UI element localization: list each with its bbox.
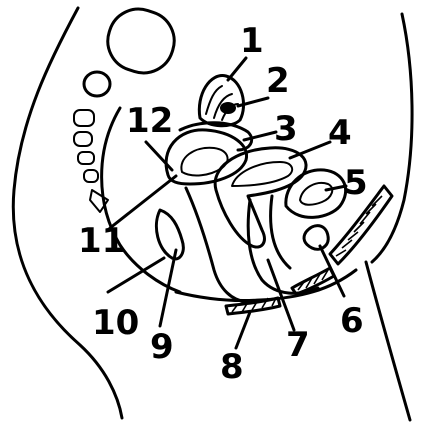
- label-10: 10: [92, 303, 139, 343]
- urethra: [186, 188, 246, 302]
- leader-1: [228, 58, 246, 80]
- anal-canal: [304, 226, 328, 250]
- bladder-inner: [181, 148, 227, 176]
- label-3: 3: [274, 109, 298, 149]
- label-7: 7: [286, 325, 310, 365]
- sacral-segment-4: [84, 170, 98, 182]
- label-1: 1: [240, 21, 264, 61]
- sacral-segment-2: [74, 132, 92, 146]
- sacral-segment-1: [74, 110, 94, 126]
- leader-5: [326, 186, 346, 190]
- label-9: 9: [150, 327, 174, 367]
- rectum: [286, 170, 346, 218]
- vertebra-l5: [84, 72, 110, 96]
- label-5: 5: [344, 163, 368, 203]
- thigh-front-outline: [366, 262, 410, 420]
- label-8: 8: [220, 347, 244, 387]
- label-2: 2: [266, 61, 290, 101]
- pubic-symphysis: [156, 210, 183, 259]
- uterus: [215, 148, 306, 247]
- label-4: 4: [328, 113, 352, 153]
- label-11: 11: [78, 221, 125, 261]
- leader-7: [268, 260, 294, 330]
- label-6: 6: [340, 301, 364, 341]
- vertebra-large: [100, 1, 182, 80]
- label-12: 12: [126, 101, 173, 141]
- leader-8: [236, 312, 250, 348]
- sacral-segment-3: [78, 152, 94, 164]
- ovary-core: [220, 102, 236, 114]
- fimbriae: [206, 86, 238, 120]
- rectum-inner: [300, 183, 332, 205]
- abdominal-wall-front: [372, 14, 412, 262]
